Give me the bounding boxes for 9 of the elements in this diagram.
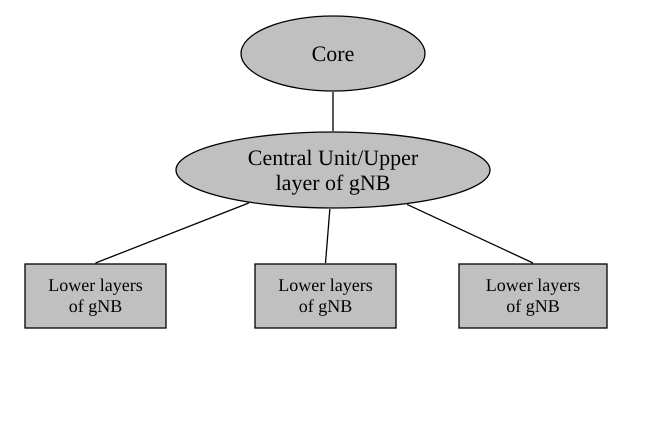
connector-line — [406, 204, 534, 264]
connector-line — [332, 92, 334, 131]
node-label: Lower layers of gNB — [484, 275, 582, 317]
node-label: Lower layers of gNB — [47, 275, 144, 317]
connector-line — [324, 208, 330, 264]
node-label: Core — [312, 40, 354, 66]
node-label: Lower layers of gNB — [277, 275, 374, 317]
connector-line — [95, 202, 249, 264]
node-label: Central Unit/Upper layer of gNB — [246, 144, 420, 196]
